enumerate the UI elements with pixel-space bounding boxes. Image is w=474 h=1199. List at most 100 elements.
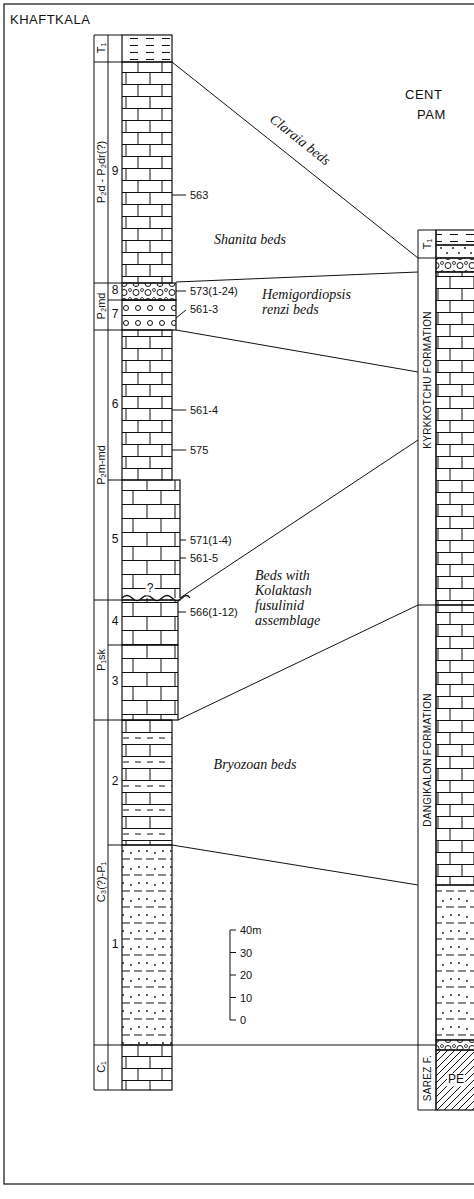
- column-divider: [108, 480, 122, 481]
- column-divider: [418, 258, 436, 259]
- correlation-line: [176, 330, 418, 372]
- correlation-line: [176, 272, 418, 282]
- bed-name: Beds with Kolaktash fusulinid assemblage: [255, 568, 355, 628]
- sample-number: 571(1-4): [190, 534, 232, 546]
- rock-bed: [122, 845, 172, 1045]
- formation-name: SAREZ F.: [422, 1055, 433, 1101]
- sample-number: 566(1-12): [190, 606, 238, 618]
- unit-label: PE: [447, 1073, 465, 1086]
- age-label: T₁: [95, 43, 107, 53]
- scale-tick: [230, 930, 236, 931]
- scale-value: 20: [240, 969, 252, 981]
- age-label: C₁: [95, 1061, 107, 1073]
- rock-bed: [122, 600, 178, 645]
- column-divider: [418, 1045, 436, 1046]
- column-divider: [108, 845, 122, 846]
- scale-tick: [230, 975, 236, 976]
- age-label: P₁sk: [95, 649, 107, 671]
- rock-bed: [436, 258, 474, 272]
- bed-name: Bryozoan beds: [214, 757, 297, 772]
- leader-line: [180, 558, 186, 559]
- leader-line: [172, 195, 186, 196]
- scale-tick: [230, 952, 236, 953]
- sample-number: 561-3: [190, 303, 218, 315]
- column-divider: [94, 1045, 122, 1046]
- sample-number: 561-4: [190, 404, 218, 416]
- age-label: P₂m-md: [95, 445, 107, 485]
- bed-number: 8: [112, 284, 119, 297]
- leader-line: [180, 540, 186, 541]
- rock-bed: [122, 300, 176, 330]
- correlation-line: [172, 1045, 418, 1046]
- column-divider: [94, 600, 122, 601]
- column-heading: CENT: [405, 88, 442, 102]
- bed-number: 1: [112, 938, 119, 951]
- bed-number: 4: [112, 615, 119, 628]
- leader-line: [176, 310, 186, 318]
- column-divider: [94, 35, 95, 1090]
- column-divider: [94, 1090, 122, 1091]
- bed-number: 6: [112, 398, 119, 411]
- bed-number: 9: [112, 165, 119, 178]
- column-divider: [94, 283, 122, 284]
- scale-value: 30: [240, 946, 252, 958]
- column-divider: [108, 300, 122, 301]
- bed-number: 2: [112, 775, 119, 788]
- bed-name: Hemigordiopsis renzi beds: [262, 287, 372, 317]
- rock-bed: [122, 35, 172, 62]
- leader-line: [176, 291, 186, 292]
- leader-line: [172, 410, 186, 411]
- rock-bed: [436, 885, 474, 1040]
- sample-number: 575: [190, 444, 208, 456]
- rock-bed: [436, 605, 474, 885]
- column-divider: [436, 230, 437, 1110]
- correlation-line: [172, 62, 418, 258]
- frame: [4, 4, 474, 1184]
- age-label: T₁: [421, 239, 433, 249]
- column-divider: [418, 230, 436, 231]
- rock-bed: [122, 1045, 172, 1090]
- column-divider: [94, 720, 122, 721]
- formation-name: DANGIKALON FORMATION: [422, 693, 433, 827]
- leader-line: [172, 450, 186, 451]
- section-title: KHAFTKALA: [10, 12, 90, 27]
- column-divider: [94, 35, 122, 36]
- correlation-line: [172, 845, 418, 885]
- sample-number: 573(1-24): [190, 285, 238, 297]
- column-divider: [418, 230, 419, 1110]
- leader-line: [178, 612, 186, 613]
- scale-value: 40m: [240, 924, 261, 936]
- bed-number: 5: [112, 533, 119, 546]
- unconformity: [122, 596, 190, 601]
- bed-name: Shanita beds: [214, 232, 286, 247]
- column-divider: [418, 1110, 436, 1111]
- rock-bed: [436, 1040, 474, 1050]
- scale-value: 10: [240, 991, 252, 1003]
- age-label: P₂d - P₂dr(?): [95, 141, 107, 203]
- age-label: C₃(?)-P₁: [95, 862, 107, 903]
- rock-bed: [436, 245, 474, 258]
- column-divider: [94, 330, 122, 331]
- column-divider: [108, 645, 122, 646]
- bed-name: Claraia beds: [267, 111, 334, 168]
- scale-tick: [230, 997, 236, 998]
- query-mark: ?: [146, 582, 155, 595]
- column-divider: [94, 62, 122, 63]
- bed-number: 7: [112, 308, 119, 321]
- sample-number: 561-5: [190, 552, 218, 564]
- column-divider: [108, 35, 109, 1090]
- bed-number: 3: [112, 675, 119, 688]
- age-label: P₂md: [95, 293, 107, 320]
- rock-bed: [122, 645, 178, 720]
- rock-bed: [122, 283, 176, 300]
- rock-bed: [122, 720, 172, 845]
- scale-tick: [230, 1020, 236, 1021]
- rock-bed: [436, 230, 474, 245]
- rock-bed: [436, 272, 474, 605]
- rock-bed: [122, 480, 180, 600]
- rock-bed: [122, 62, 172, 283]
- column-divider: [418, 605, 436, 606]
- rock-bed: [122, 330, 172, 480]
- column-heading: PAM: [417, 108, 446, 122]
